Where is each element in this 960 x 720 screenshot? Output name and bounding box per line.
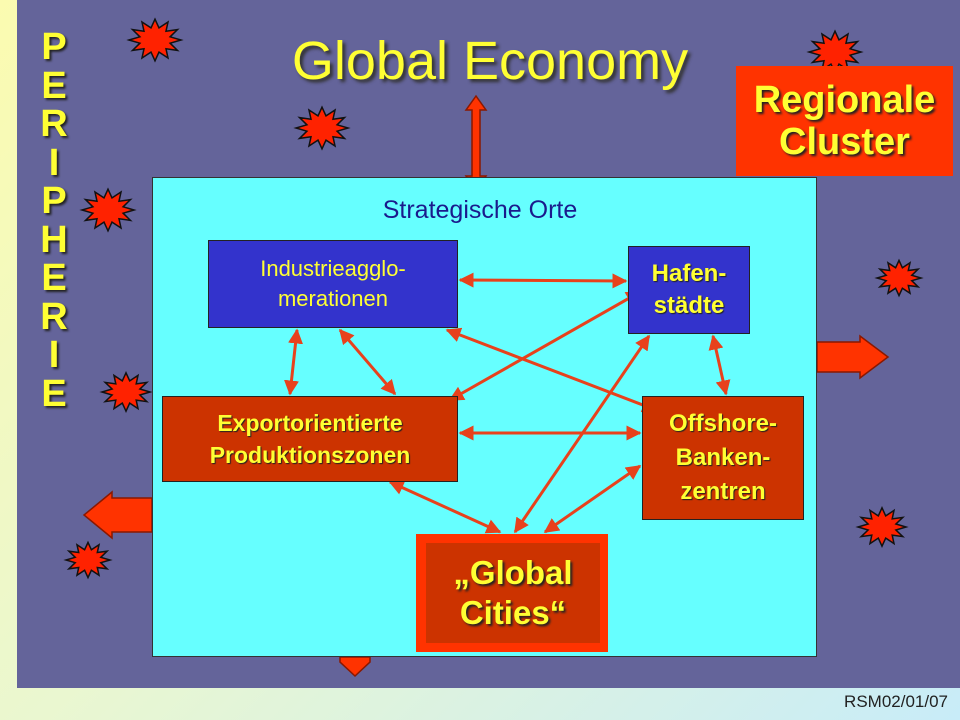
periphery-letter: P — [41, 26, 67, 68]
node-port-cities: Hafen- städte — [628, 246, 750, 334]
connector-offshore-global — [543, 464, 642, 534]
periphery-letter: E — [41, 257, 67, 299]
node-industrial-agglomerations: Industrieagglo- merationen — [208, 240, 458, 328]
periphery-letter: E — [41, 64, 67, 107]
big-arrows — [82, 94, 890, 678]
periphery-letter: R — [40, 103, 68, 145]
starburst-icon — [126, 17, 184, 63]
starburst-icon — [79, 187, 137, 233]
starburst-icon — [99, 370, 153, 414]
slide-title: Global Economy — [291, 31, 689, 91]
starburst-icon — [63, 540, 113, 580]
starburst-icon — [855, 505, 909, 549]
slide-footer-code: RSM02/01/07 — [844, 692, 948, 711]
down-arrow — [339, 656, 371, 678]
panel-title: Strategische Orte — [382, 196, 578, 224]
periphery-letter: I — [48, 334, 60, 376]
regional-cluster-box: Regionale Cluster — [736, 66, 953, 176]
periphery-letter: H — [40, 218, 68, 261]
periphery-letter: P — [41, 180, 67, 222]
starburst-icon — [293, 105, 351, 151]
connector-hafen-export — [448, 290, 642, 402]
connector-industrie-hafen — [458, 272, 628, 289]
left-arrow — [82, 490, 153, 540]
periphery-letter: I — [48, 141, 60, 184]
connector-export-global — [388, 480, 502, 534]
connector-hafen-offshore — [708, 334, 731, 396]
right-arrow — [816, 334, 890, 380]
periphery-vertical-label: P E R I P H E R I E — [36, 28, 72, 413]
connector-industrie-export-left — [284, 328, 303, 396]
starburst-group — [63, 17, 924, 580]
periphery-letter: R — [40, 295, 68, 338]
starburst-icon — [874, 258, 924, 298]
node-global-cities: „Global Cities“ — [426, 543, 600, 643]
node-export-production-zones: Exportorientierte Produktionszonen — [162, 396, 458, 482]
periphery-letter: E — [41, 372, 67, 415]
node-offshore-banking-centers: Offshore- Banken- zentren — [642, 396, 804, 520]
connector-industrie-export-right — [338, 328, 397, 396]
